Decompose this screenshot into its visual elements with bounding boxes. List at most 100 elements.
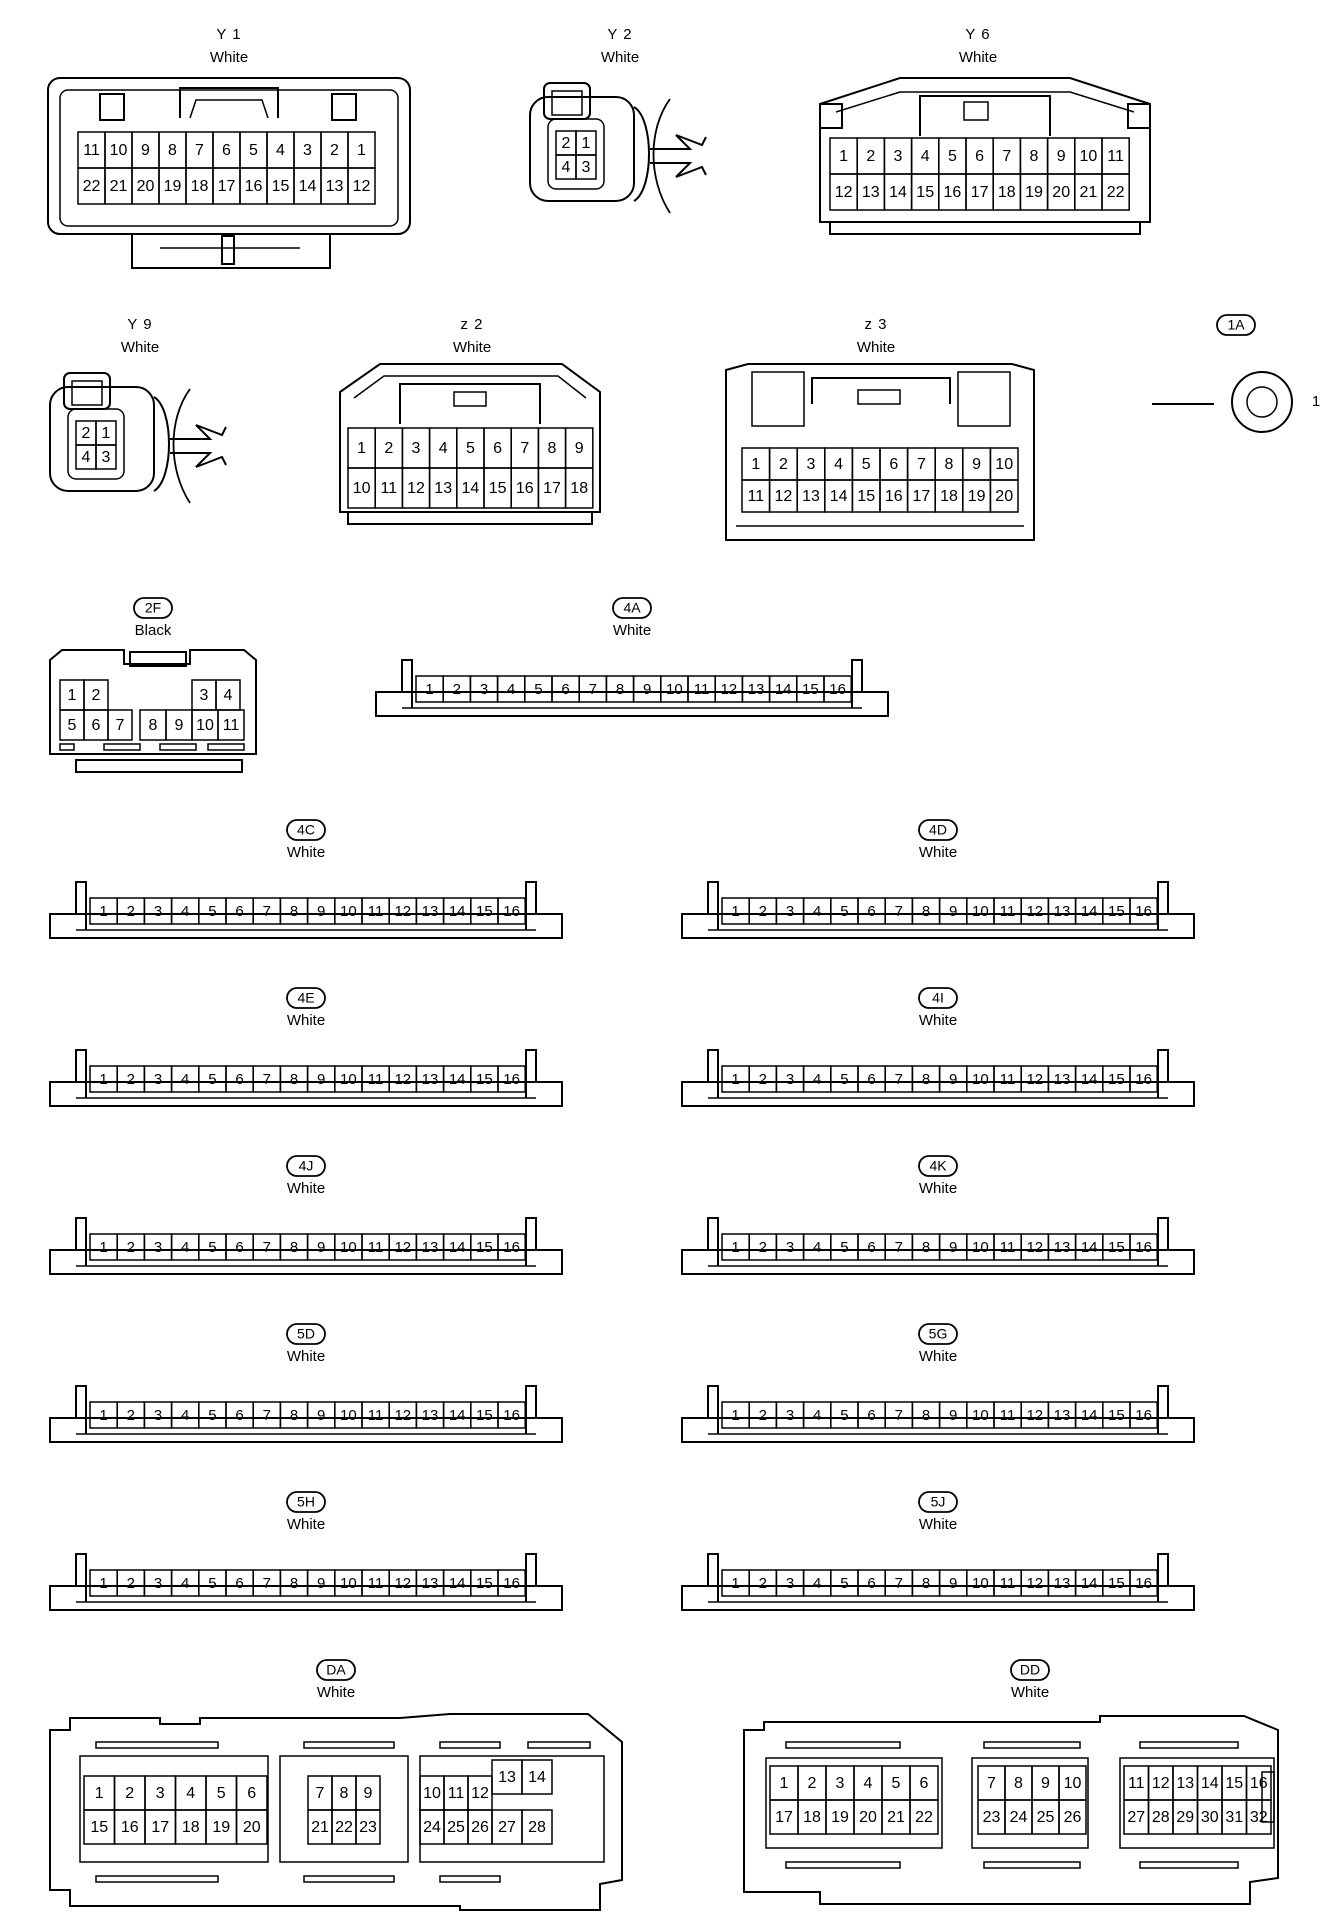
pin-cell	[1129, 897, 1158, 925]
y2-name: Y 2	[607, 26, 632, 43]
pin-number: 7	[917, 456, 926, 473]
clip-arm	[633, 106, 650, 202]
pin-number: 3	[154, 1407, 162, 1424]
pin-number: 16	[1135, 1239, 1152, 1256]
pin-number: 23	[983, 1809, 1001, 1826]
pin-number: 7	[895, 1071, 903, 1088]
pin-number: 9	[1057, 148, 1066, 165]
pin-number: 6	[867, 1407, 875, 1424]
pin-number: 14	[449, 1407, 466, 1424]
guide-right	[957, 371, 1011, 427]
housing-outer	[49, 649, 257, 755]
pin-number: 2	[127, 1575, 135, 1592]
pin-cell	[521, 1759, 553, 1795]
key-slot	[983, 1741, 1081, 1749]
pin-number: 3	[154, 1071, 162, 1088]
pin-number: 5	[466, 440, 475, 457]
pin-number: 1	[95, 1785, 104, 1802]
pin-number: 5	[948, 148, 957, 165]
c4d-name: 4D	[929, 822, 947, 838]
pin-number: 8	[290, 1407, 298, 1424]
pin-number: 3	[786, 1239, 794, 1256]
pin-number: 15	[1108, 1575, 1125, 1592]
pin-number: 16	[944, 184, 962, 201]
pin-number: 5	[217, 1785, 226, 1802]
pin-number: 10	[340, 1407, 357, 1424]
pin-number: 5	[840, 1407, 848, 1424]
pin-number: 4	[813, 1071, 821, 1088]
y2-color: White	[601, 49, 639, 66]
pin-number: 16	[503, 1407, 520, 1424]
center-tab	[221, 235, 235, 265]
pin-number: 6	[867, 1239, 875, 1256]
pin-number: 7	[263, 1239, 271, 1256]
pin-number: 3	[786, 1575, 794, 1592]
pin-number: 12	[720, 681, 737, 698]
pin-number: 15	[489, 480, 507, 497]
c1a-name: 1A	[1227, 317, 1245, 333]
pin-number: 9	[364, 1785, 373, 1802]
pin-number: 19	[1025, 184, 1043, 201]
pin-number: 15	[916, 184, 934, 201]
pin-cell	[564, 467, 594, 509]
c4a-color: White	[613, 622, 651, 639]
pin-number: 14	[830, 488, 848, 505]
tag-oval	[286, 987, 326, 1009]
pin-number: 2	[779, 456, 788, 473]
strip-base	[681, 1081, 1195, 1107]
y1-name: Y 1	[216, 26, 241, 43]
pin-number: 4	[813, 1575, 821, 1592]
pin-number: 4	[921, 148, 930, 165]
pin-number: 13	[1054, 1239, 1071, 1256]
pin-number: 18	[191, 178, 209, 195]
pin-number: 12	[471, 1785, 489, 1802]
pin-number: 1	[582, 135, 591, 152]
pin-number: 4	[181, 903, 189, 920]
pin-number: 9	[643, 681, 651, 698]
pin-number: 7	[116, 717, 125, 734]
pin-number: 8	[290, 1575, 298, 1592]
strip-base	[681, 1249, 1195, 1275]
pin-number: 7	[895, 903, 903, 920]
latch	[399, 383, 541, 424]
pin-number: 8	[1014, 1775, 1023, 1792]
ring-hole	[1246, 386, 1278, 418]
dd-color: White	[1011, 1684, 1049, 1701]
pin-number: 10	[110, 142, 128, 159]
pin-number: 14	[1081, 903, 1098, 920]
c4c-name: 4C	[297, 822, 315, 838]
pin-number: 7	[195, 142, 204, 159]
pin-number: 5	[249, 142, 258, 159]
housing-inner	[59, 89, 399, 227]
pin-number: 11	[1000, 903, 1016, 920]
pin-number: 6	[222, 142, 231, 159]
pin-number: 15	[476, 1575, 493, 1592]
pin-number: 10	[1080, 148, 1098, 165]
c4k-color: White	[919, 1180, 957, 1197]
pin-number: 14	[1201, 1775, 1219, 1792]
pin-number: 4	[181, 1407, 189, 1424]
pin-number: 14	[449, 1071, 466, 1088]
pin-number: 5	[840, 1575, 848, 1592]
pin-number: 5	[208, 1071, 216, 1088]
pin-number: 31	[1225, 1809, 1243, 1826]
pin-cell	[909, 1799, 939, 1835]
pin-number: 4	[276, 142, 285, 159]
pin-number: 11	[368, 903, 384, 920]
pin-number: 13	[422, 903, 439, 920]
key-slot	[439, 1875, 501, 1883]
pin-number: 14	[449, 1575, 466, 1592]
pin-number: 10	[972, 903, 989, 920]
pin-number: 6	[867, 1575, 875, 1592]
pin-number: 5	[840, 903, 848, 920]
pin-number: 10	[666, 681, 683, 698]
pin-number: 2	[82, 425, 91, 442]
c5j-color: White	[919, 1516, 957, 1533]
pin-number: 4	[562, 159, 571, 176]
key-slot	[983, 1861, 1081, 1869]
pin-number: 13	[434, 480, 452, 497]
c4i-color: White	[919, 1012, 957, 1029]
